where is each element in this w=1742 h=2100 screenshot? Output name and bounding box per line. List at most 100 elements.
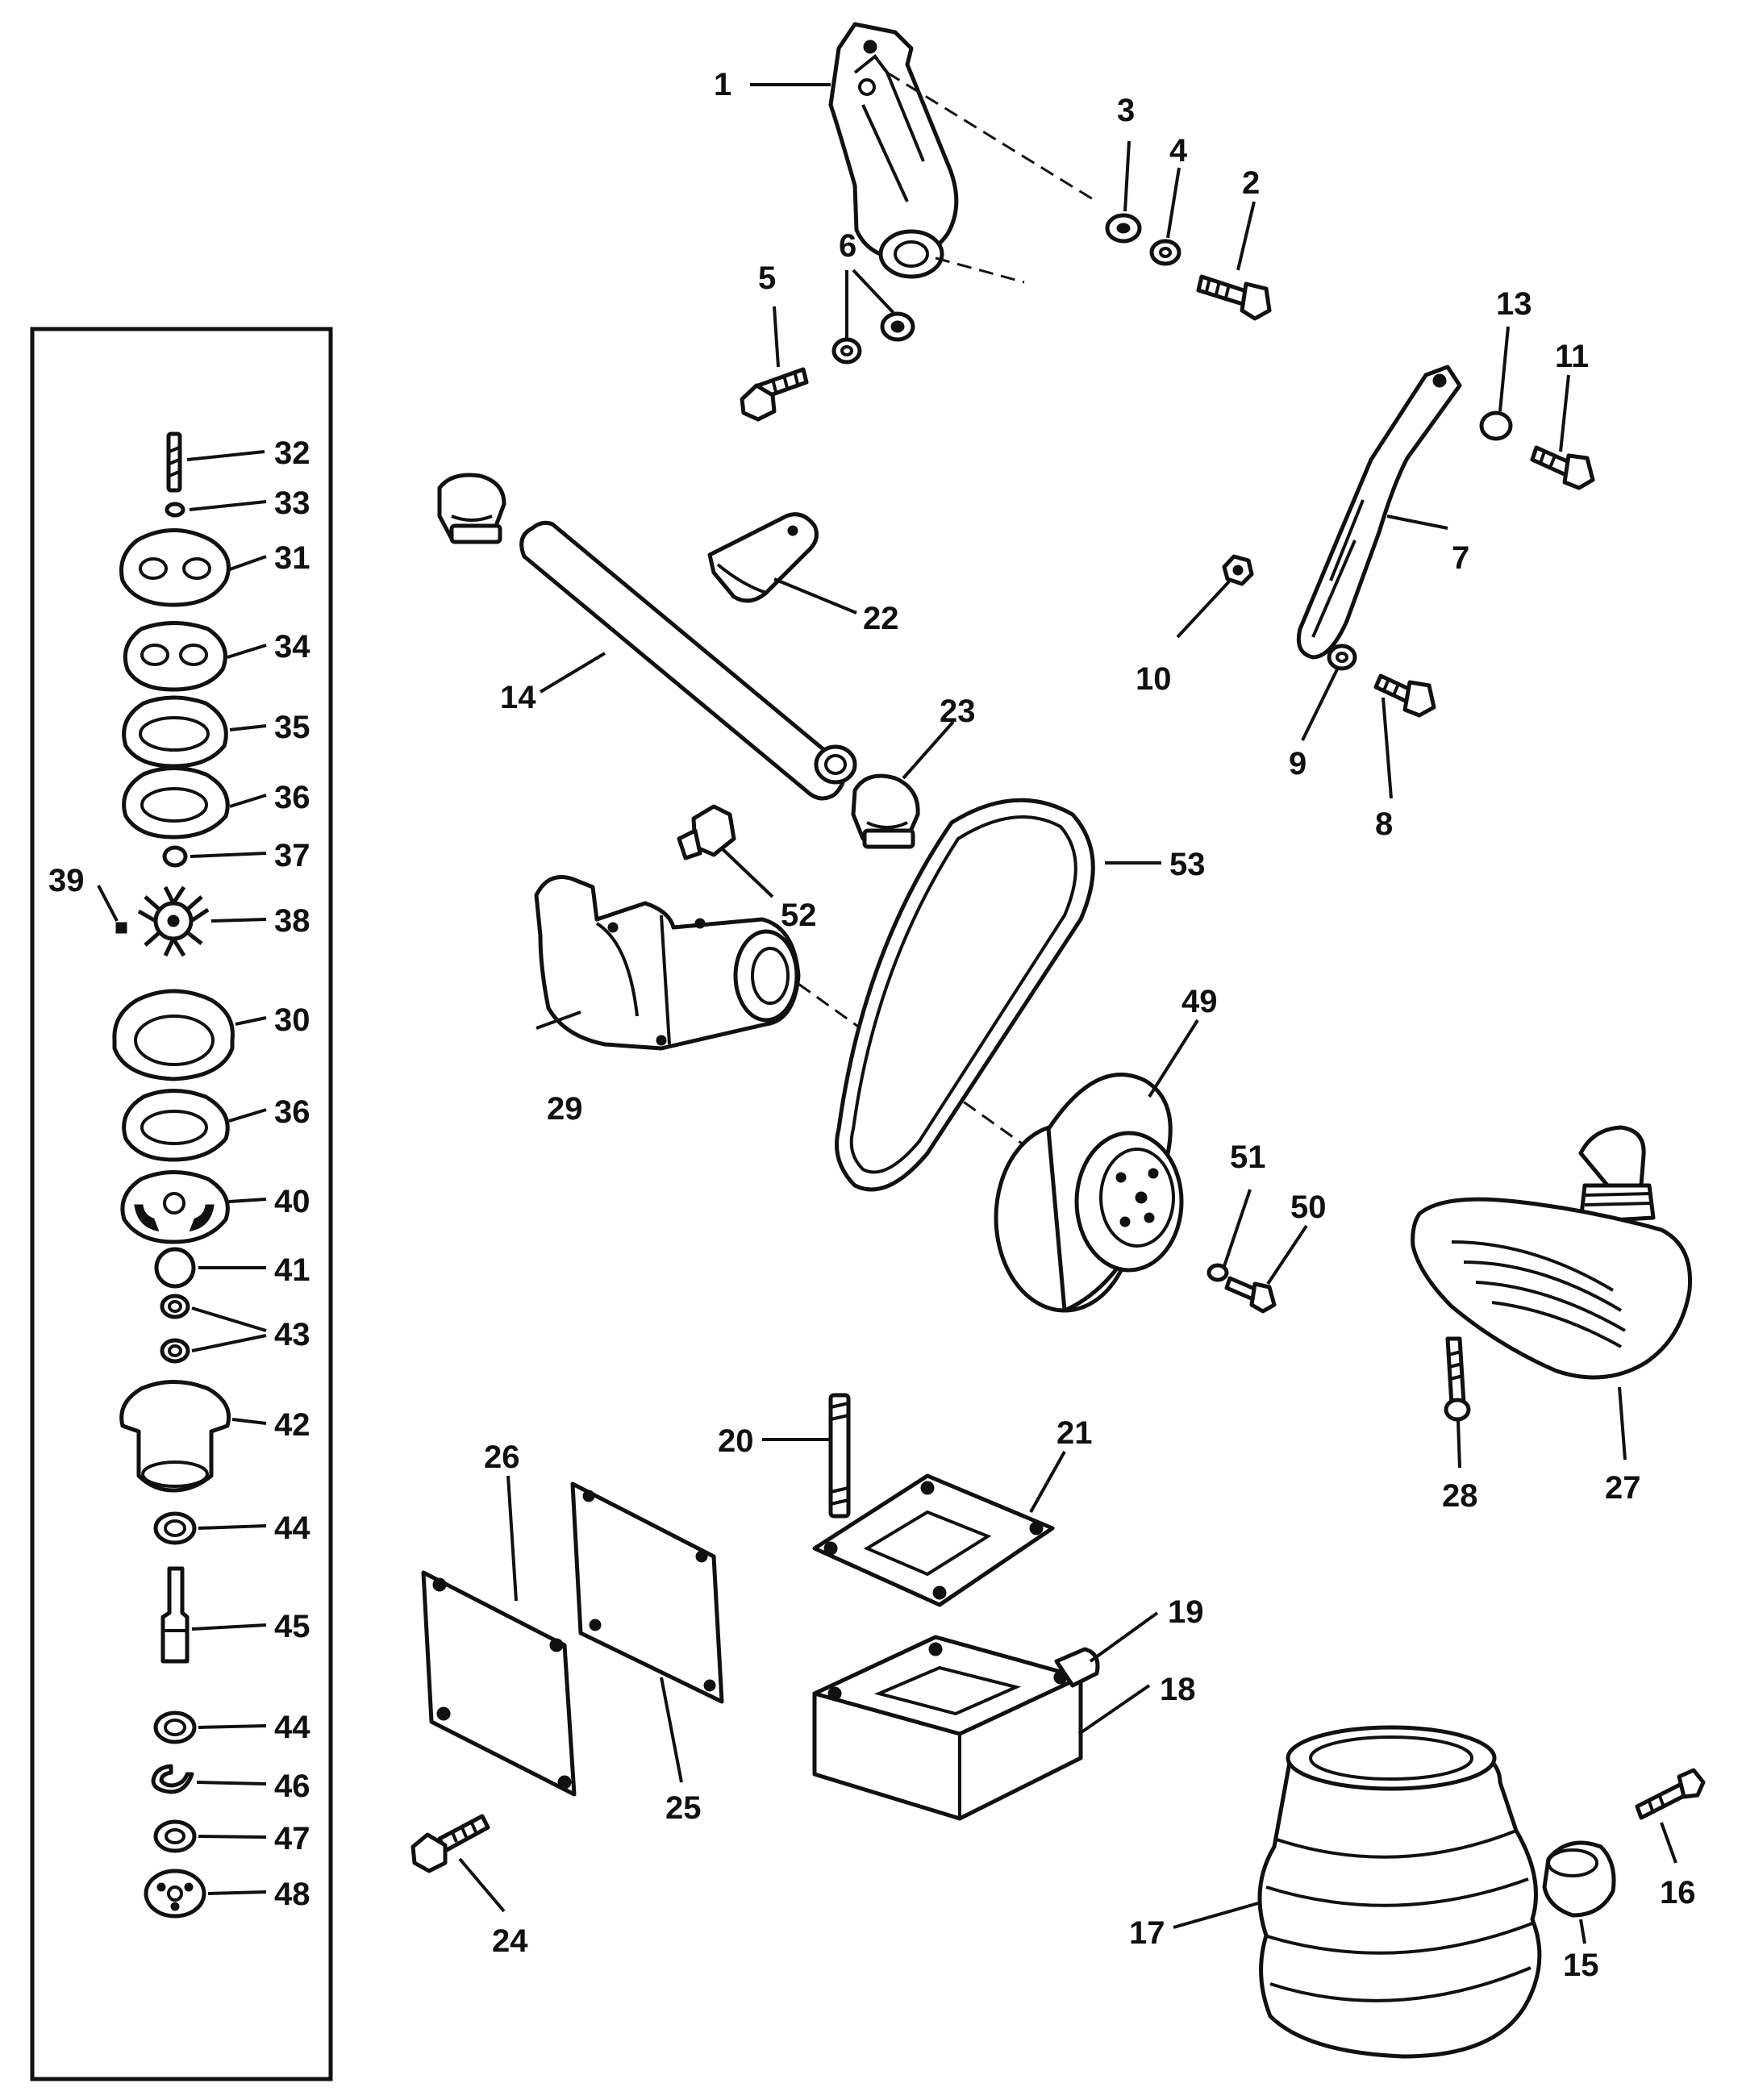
callout-7: 7 [1452,540,1469,576]
callout-26: 26 [484,1440,520,1475]
part-33-washer [165,502,185,518]
part-31-cover [119,528,231,607]
callout-17: 17 [1129,1915,1165,1951]
part-10-nut [1222,554,1254,586]
callout-44-lower: 44 [274,1710,310,1745]
part-44-bearing-upper [153,1511,197,1545]
part-8-bolt [1373,673,1436,718]
part-53-drive-belt [835,798,1095,1192]
part-11-bolt [1530,445,1595,490]
callout-24: 24 [492,1923,528,1959]
part-39-key [115,922,127,934]
part-16-screw [1635,1768,1706,1820]
part-47-washer [153,1819,197,1853]
part-2-bolt [1196,274,1272,321]
hose-clamp-upper [437,473,506,544]
callout-36-lower: 36 [274,1094,310,1130]
part-34-gasket [123,621,227,692]
callout-39: 39 [48,863,85,898]
part-46-snap-ring [151,1764,194,1794]
callout-44-upper: 44 [274,1510,310,1546]
part-35-wear-plate [122,695,228,769]
part-15-cap [1542,1840,1616,1918]
callout-38: 38 [274,903,310,939]
part-25-gasket [570,1481,724,1704]
part-1-bracket [828,22,959,279]
callout-25: 25 [665,1790,702,1826]
callout-53: 53 [1169,847,1206,882]
callout-8: 8 [1375,806,1393,842]
callout-3: 3 [1117,93,1135,128]
callout-49: 49 [1181,984,1218,1019]
part-21-gasket [812,1473,1055,1607]
callout-1: 1 [714,67,731,102]
part-45-shaft [160,1566,190,1664]
callout-37: 37 [274,838,310,873]
callout-50: 50 [1290,1190,1327,1225]
callout-47: 47 [274,1821,310,1856]
callout-19: 19 [1168,1594,1204,1630]
part-17-exhaust-bellows [1257,1725,1542,2059]
part-7-adjusting-bracket [1296,365,1462,660]
part-37-plug [162,845,188,868]
callout-34: 34 [274,629,310,665]
part-29-seawater-pump [534,875,801,1051]
part-23-hose-clamp [851,773,920,849]
callout-32: 32 [274,435,310,471]
callout-10: 10 [1136,661,1172,697]
callout-31: 31 [274,540,310,576]
part-4-lockwasher [1149,239,1181,266]
callout-28: 28 [1442,1478,1478,1514]
part-50-bolt [1224,1276,1277,1314]
callout-14: 14 [500,680,536,715]
callout-40: 40 [274,1184,310,1219]
part-48-hub [144,1869,206,1919]
callout-43: 43 [274,1317,310,1352]
part-44-bearing-lower [153,1710,197,1744]
callout-35: 35 [274,710,310,745]
part-51-washer [1206,1263,1229,1282]
callout-30: 30 [274,1002,310,1038]
part-26-block-off-plate [421,1570,577,1797]
part-3-washer [1105,213,1142,244]
callout-21: 21 [1056,1415,1093,1451]
part-41-o-ring [154,1247,196,1289]
part-30-pump-housing [112,989,235,1081]
part-49-pulley [994,1073,1184,1313]
part-18-elbow-adapter [812,1635,1083,1821]
part-42-bearing-housing [119,1380,231,1493]
part-27-strainer [1411,1125,1693,1380]
callout-labels: 1 2 3 4 5 6 7 8 9 10 11 13 14 15 16 17 1… [48,67,1696,1983]
callout-13: 13 [1496,286,1532,322]
callout-5: 5 [758,260,776,296]
leader-lines [97,83,1677,1944]
callout-16: 16 [1660,1875,1696,1910]
part-36-gasket-upper [122,766,230,840]
callout-41: 41 [274,1252,310,1288]
callout-46: 46 [274,1769,310,1804]
part-20-stud [828,1393,851,1519]
part-43-seals [160,1294,190,1364]
callout-9: 9 [1289,746,1306,781]
callout-33: 33 [274,485,310,521]
callout-42: 42 [274,1407,310,1443]
callout-18: 18 [1160,1672,1196,1707]
part-22-clip [707,512,819,603]
callout-11: 11 [1555,339,1589,374]
callout-45: 45 [274,1609,310,1644]
callout-29: 29 [547,1091,583,1127]
part-38-impeller [137,885,210,957]
part-36-gasket-lower [122,1089,230,1162]
part-9-lockwasher [1327,644,1357,671]
callout-20: 20 [718,1423,754,1459]
callout-51: 51 [1230,1140,1266,1175]
part-32-screw [166,431,182,493]
pump-parts-inset-frame [30,327,333,2081]
callout-23: 23 [940,694,976,729]
callout-36-upper: 36 [274,780,310,815]
callout-22: 22 [863,601,899,636]
callout-48: 48 [274,1877,310,1912]
part-24-bolt [410,1814,490,1873]
callout-2: 2 [1242,165,1260,201]
